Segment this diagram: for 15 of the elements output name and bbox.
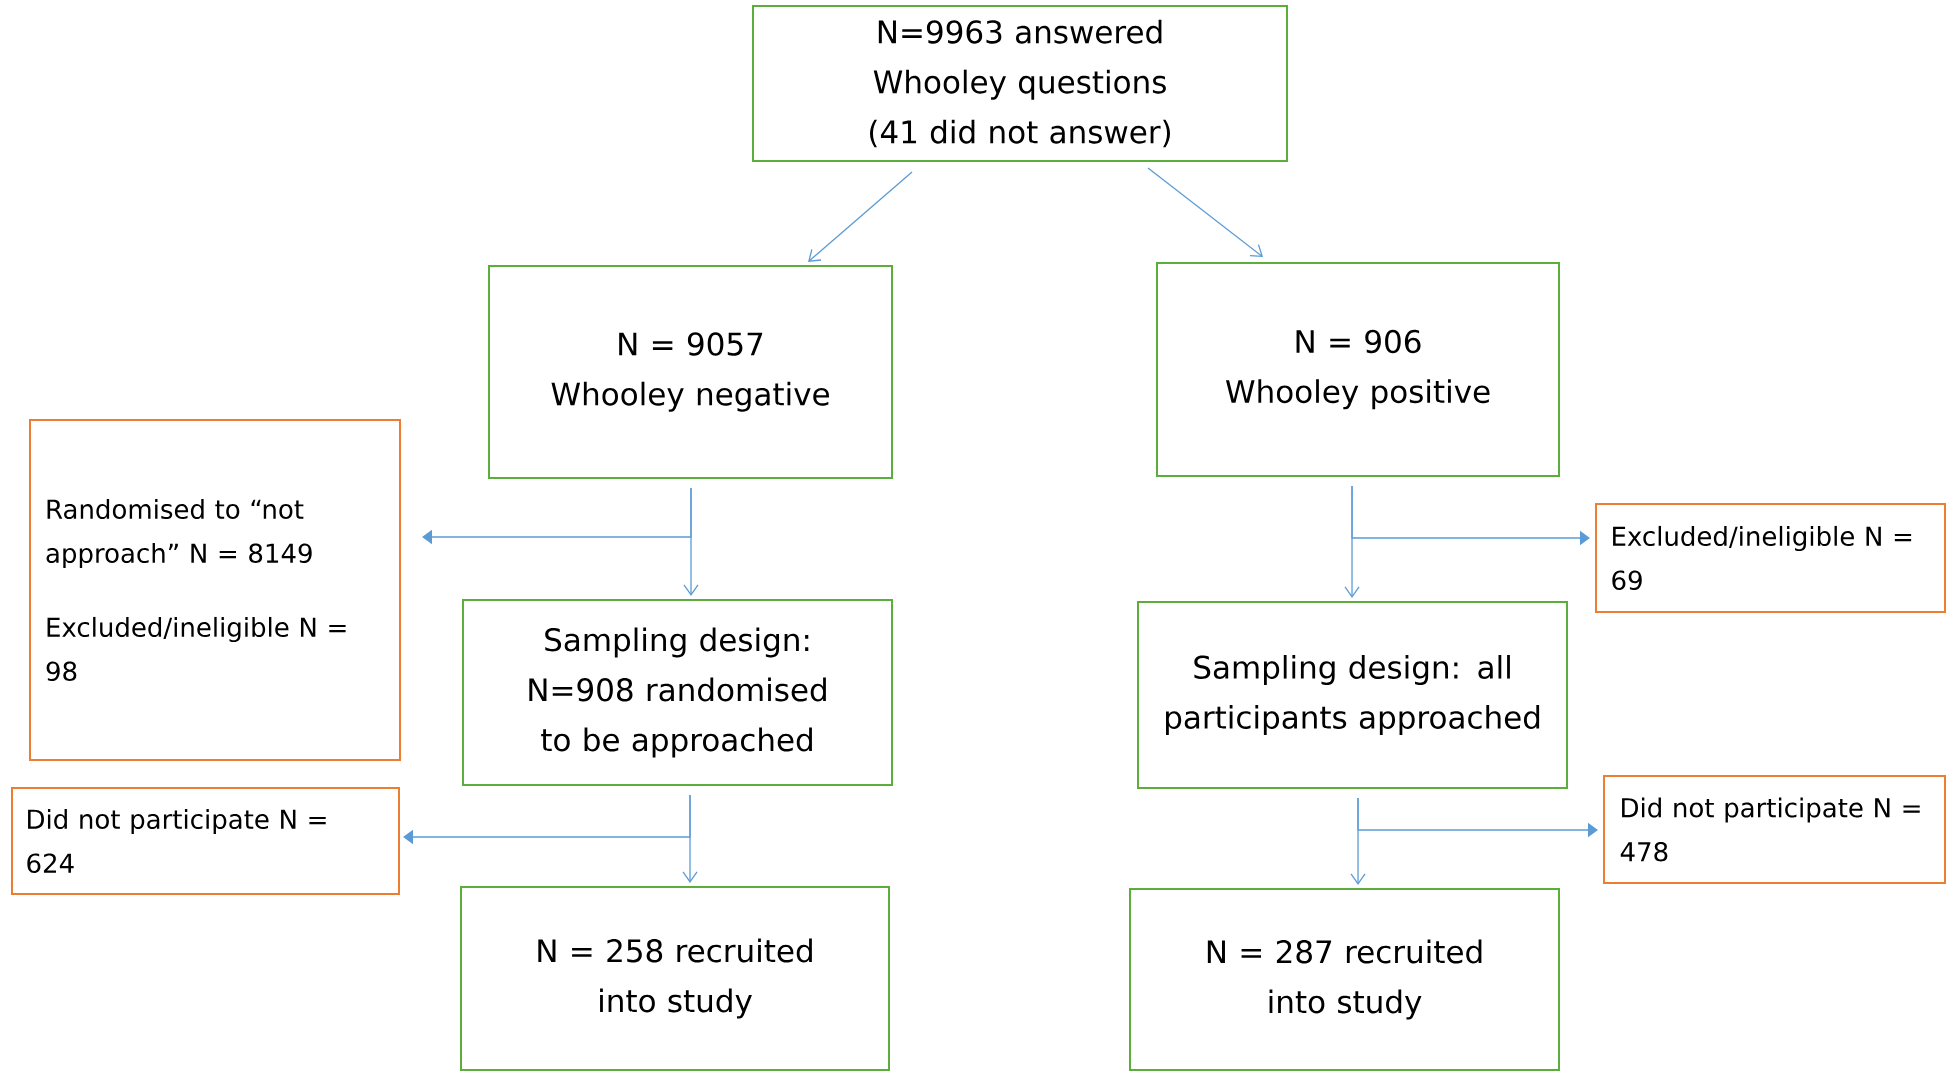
arrow: [808, 171, 913, 262]
exclusion-box: Did not participate N = 478: [1603, 775, 1947, 884]
exclusion-box: Did not participate N = 624: [11, 787, 400, 895]
arrow: [403, 794, 691, 845]
process-box: N = 906 Whooley positive: [1156, 262, 1560, 477]
process-box: N = 9057 Whooley negative: [488, 265, 893, 479]
process-box: N = 258 recruited into study: [460, 886, 890, 1071]
exclusion-box: Excluded/ineligible N = 69: [1595, 503, 1947, 613]
arrow: [422, 487, 692, 545]
process-box: Sampling design: N=908 randomised to be approached: [462, 599, 893, 786]
process-box: N=9963 answered Whooley questions (41 did not answer): [752, 5, 1288, 162]
arrow: [1147, 167, 1263, 257]
process-box: N = 287 recruited into study: [1129, 888, 1560, 1071]
exclusion-box: Randomised to “not approach” N = 8149 Excluded/ineligible N = 98: [29, 419, 401, 761]
process-box: Sampling design: all participants approached: [1137, 601, 1568, 789]
